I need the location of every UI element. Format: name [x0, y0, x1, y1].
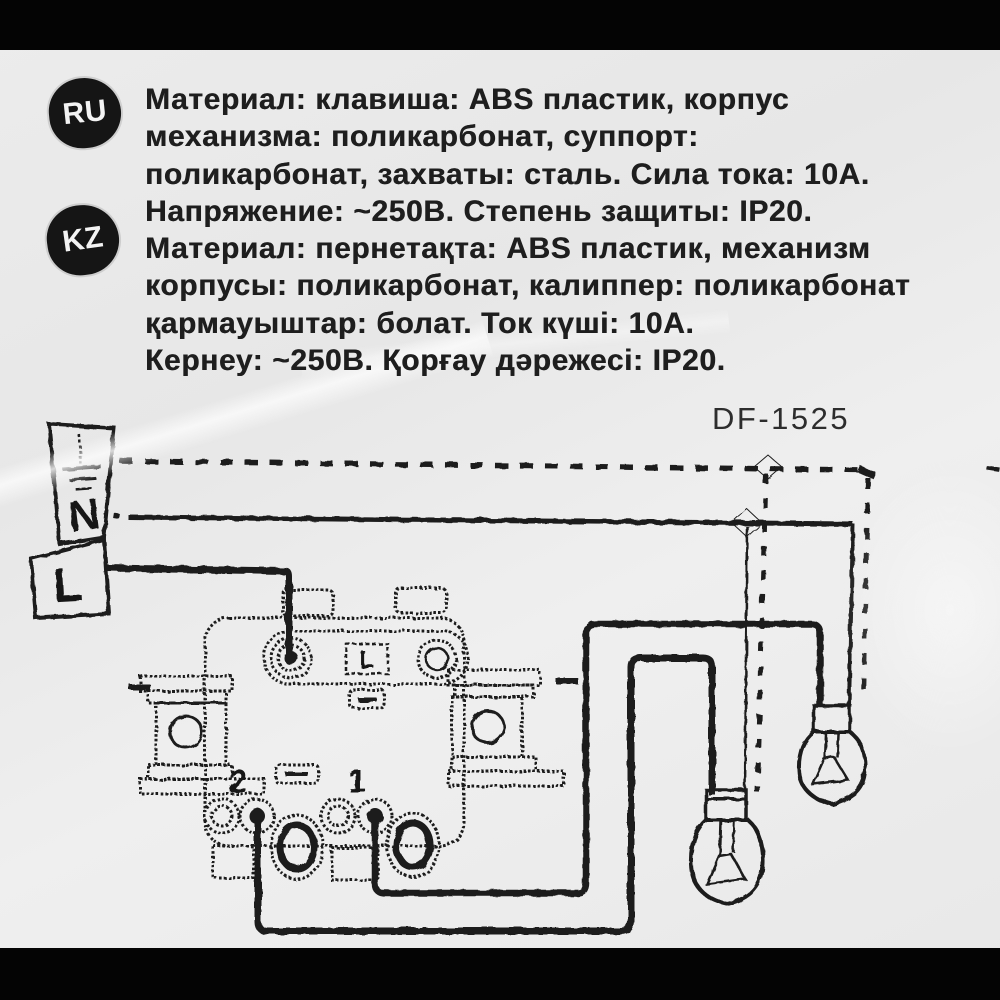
neutral-wire [113, 508, 855, 794]
paper-highlight [840, 460, 1000, 760]
filament [704, 821, 747, 886]
ru-spec-line: поликарбонат, захваты: сталь. Сила тока:… [145, 157, 870, 191]
ru-badge-label: RU [61, 93, 109, 132]
kz-badge-label: KZ [60, 220, 106, 259]
kz-language-badge: KZ [42, 200, 124, 280]
spec-text-block: Материал: клавиша: ABS пластик, корпус м… [145, 81, 1000, 379]
filament [810, 733, 851, 786]
black-band-bottom [0, 948, 1000, 1000]
terminal-1-label: 1 [348, 763, 366, 799]
supply-line-label: L [52, 558, 84, 612]
terminal-screw [284, 651, 298, 665]
ru-language-badge: RU [45, 74, 125, 152]
switch-common-label: L [359, 646, 374, 674]
lamp-1 [796, 704, 868, 807]
terminal-2-label: 2 [229, 763, 247, 799]
junction-dot [753, 454, 783, 480]
supply-box-neutral: N [46, 421, 117, 547]
kz-spec-line: корпусы: поликарбонат, калиппер: поликар… [145, 269, 911, 303]
model-number: DF-1525 [712, 401, 851, 436]
ru-spec-line: Материал: клавиша: ABS пластик, корпус [145, 83, 790, 116]
terminal-screw [367, 808, 383, 824]
switch-common-terminal-box [344, 642, 390, 676]
kz-spec-line: Материал: пернетақта: ABS пластик, механ… [145, 232, 871, 266]
kz-spec-line: Кернеу: ~250В. Қорғау дәрежесі: IP20. [145, 344, 726, 378]
wire-terminal1-lamp [371, 620, 824, 897]
junction-dot [731, 508, 763, 538]
supply-neutral-label: N [65, 489, 103, 542]
black-band-top [0, 0, 1000, 50]
terminal-screw [249, 808, 265, 824]
ru-spec-line: Напряжение: ~250В. Степень защиты: IP20. [145, 194, 813, 228]
mounting-tab [394, 586, 448, 615]
dashed-wire [119, 454, 1000, 793]
switch-mechanism: L [129, 586, 578, 882]
kz-spec-line: қармауыштар: болат. Ток күші: 10А. [145, 306, 695, 340]
ru-spec-line: механизма: поликарбонат, суппорт: [145, 120, 699, 154]
line-feed-wire [105, 564, 293, 658]
supply-box-line: L [28, 537, 112, 621]
right-claw [446, 668, 578, 788]
lamp-2 [688, 788, 766, 907]
left-claw [129, 674, 266, 796]
mounting-tab [281, 588, 335, 618]
wire-terminal2-lamp [254, 654, 716, 935]
earth-ground-icon [62, 433, 102, 491]
